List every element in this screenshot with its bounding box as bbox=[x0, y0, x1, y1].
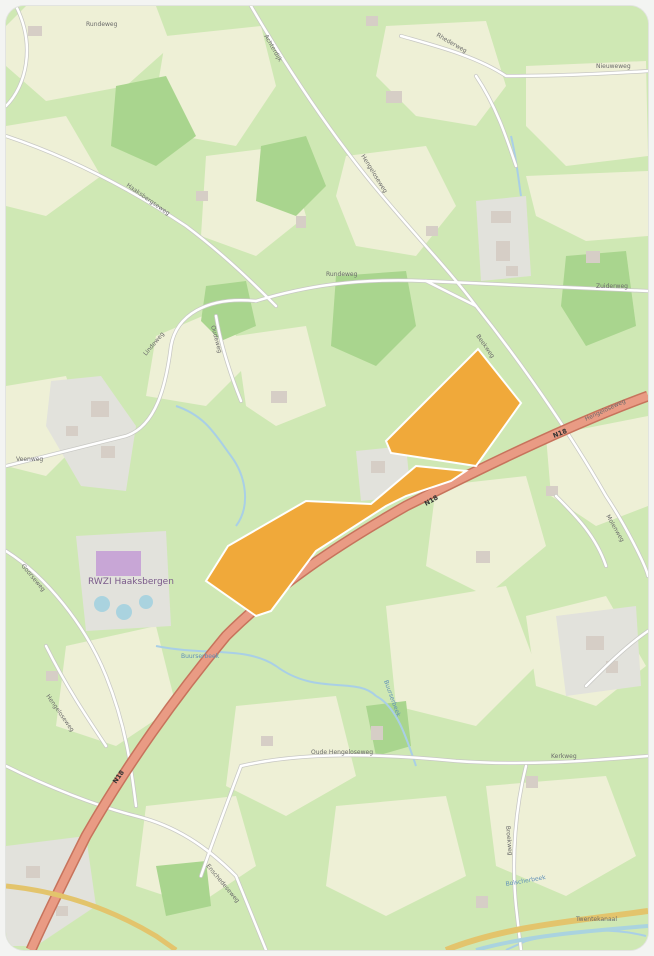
building-layer bbox=[26, 16, 618, 916]
minor-road bbox=[399, 34, 648, 78]
highlight-parcel-north[interactable] bbox=[384, 347, 523, 468]
minor-road bbox=[554, 494, 608, 568]
canal-water bbox=[475, 924, 648, 950]
minor-road bbox=[249, 6, 648, 578]
minor-road bbox=[6, 764, 268, 950]
minor-road bbox=[424, 279, 478, 308]
minor-road bbox=[44, 644, 108, 748]
trunk-road-n18 bbox=[27, 392, 648, 950]
road-label: Zuiderweg bbox=[596, 283, 628, 290]
minor-road bbox=[239, 753, 648, 768]
highlight-parcel-south[interactable] bbox=[204, 464, 469, 618]
canal bbox=[444, 908, 648, 950]
map-frame[interactable]: Rundeweg Achterdijk Rhederweg Nieuweweg … bbox=[6, 6, 648, 950]
forest-layer bbox=[111, 76, 636, 916]
minor-road bbox=[6, 298, 258, 468]
road-label: Oude Hengeloseweg bbox=[311, 749, 373, 756]
water-basins bbox=[94, 551, 153, 620]
minor-road bbox=[6, 134, 278, 308]
minor-road bbox=[6, 6, 29, 108]
minor-road bbox=[199, 764, 243, 878]
minor-road bbox=[474, 74, 518, 168]
road-label: Kerkweg bbox=[551, 753, 577, 760]
minor-road bbox=[584, 629, 648, 688]
road-label: Rundeweg bbox=[326, 271, 358, 278]
road-label: Rundeweg bbox=[86, 21, 118, 28]
minor-road-fill bbox=[6, 6, 648, 950]
road-label: Veenweg bbox=[16, 456, 43, 463]
road-label: Broekweg bbox=[504, 826, 514, 856]
road-label: Twentekanaal bbox=[575, 916, 617, 923]
area-label-rwzi: RWZI Haaksbergen bbox=[88, 577, 174, 587]
minor-road bbox=[214, 314, 243, 403]
secondary-road bbox=[6, 883, 178, 950]
minor-road bbox=[512, 764, 528, 950]
stream-label: Buurserbeek bbox=[181, 653, 220, 660]
map-canvas[interactable]: Rundeweg Achterdijk Rhederweg Nieuweweg … bbox=[6, 6, 648, 950]
road-label: Nieuweweg bbox=[596, 63, 631, 70]
